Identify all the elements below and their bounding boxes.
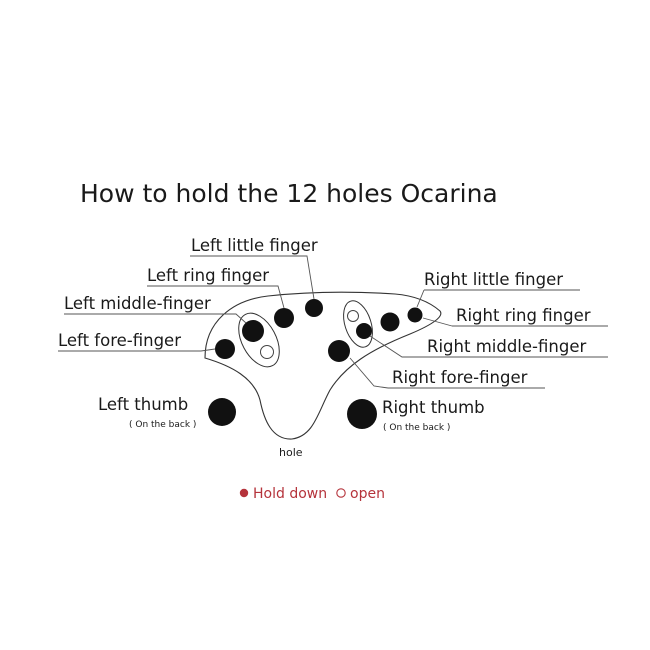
label-hole: hole [279,446,303,459]
legend-open: open [350,486,385,502]
hole-left-middle-small [260,345,274,359]
label-right-thumb-note: ( On the back ) [383,423,450,433]
hole-left-ring [274,308,294,328]
hole-right-fore [328,340,350,362]
hole-right-little [407,307,423,323]
legend-open-dot [336,488,346,498]
leader-right-ring [422,317,608,327]
label-left-ring-finger: Left ring finger [147,266,269,285]
left-pair-outline [238,312,280,368]
leader-left-little [190,255,315,300]
leader-left-fore [58,348,216,352]
hole-right-middle-small [347,310,359,322]
label-right-little-finger: Right little finger [424,270,563,289]
label-left-thumb-note: ( On the back ) [129,420,196,430]
leader-right-fore [349,357,545,389]
hole-left-middle [242,320,264,342]
label-right-middle-finger: Right middle-finger [427,337,586,356]
label-right-fore-finger: Right fore-finger [392,368,528,387]
leader-right-little [416,289,580,308]
hole-right-ring [380,312,400,332]
hole-right-thumb [347,399,377,429]
hole-left-fore [215,339,235,359]
right-pair-outline [343,300,373,348]
label-left-middle-finger: Left middle-finger [64,294,211,313]
label-left-fore-finger: Left fore-finger [58,331,181,350]
ocarina-body-outline [204,291,442,440]
leader-left-ring [147,285,285,309]
label-left-little-finger: Left little finger [191,236,318,255]
legend-hold-down-dot [239,488,249,498]
hole-right-middle [356,323,372,339]
label-right-thumb: Right thumb [382,398,485,417]
page-title: How to hold the 12 holes Ocarina [80,179,498,208]
legend-hold-down: Hold down [253,486,327,502]
label-left-thumb: Left thumb [98,395,188,414]
leader-left-middle [64,313,247,324]
leader-right-middle [369,335,608,358]
hole-left-little [305,299,323,317]
label-right-ring-finger: Right ring finger [456,306,591,325]
hole-left-thumb [208,398,236,426]
